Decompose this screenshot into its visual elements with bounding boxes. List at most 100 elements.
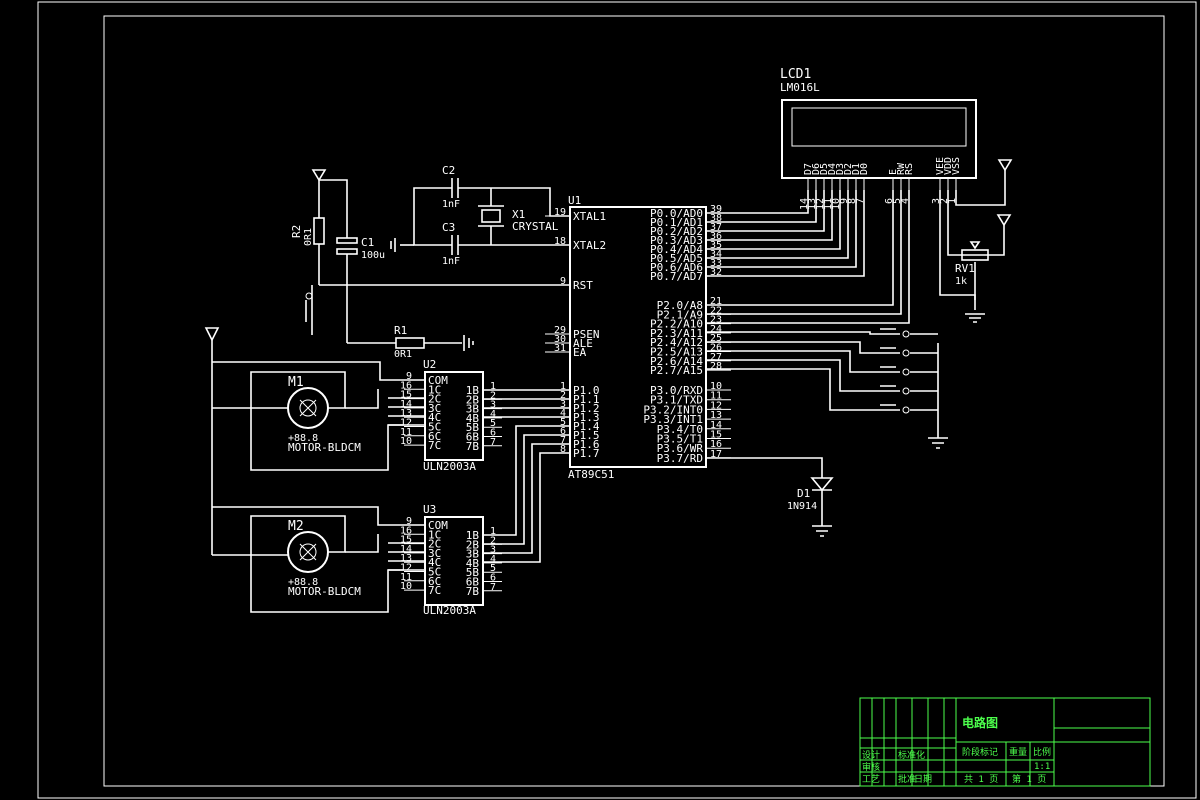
pin-name: P0.4/AD4 [650,243,703,256]
pin-name: P2.7/A15 [650,364,703,377]
pin-name: 5B [466,566,480,579]
pin-name: D4 [827,163,838,175]
pin-number: 18 [554,236,566,247]
tb-process: 工艺 [862,774,880,785]
tb-sheet-total: 共 1 页 [964,774,998,785]
pin-name: VDD [943,157,954,175]
pin-name: D5 [819,163,830,175]
pin-name: EA [573,346,587,359]
pin-name: P3.2/INT0 [643,403,703,416]
pin-name: P1.4 [573,420,600,433]
pin-number: 3 [490,545,496,556]
u3-ref: U3 [423,503,436,516]
pin-name: P3.0/RXD [650,384,703,397]
pin-number: 35 [710,240,722,251]
pin-number: 1 [490,526,496,537]
pin-number: 11 [710,391,722,402]
r1-body [395,337,425,349]
pin-number: 1 [490,381,496,392]
r1[interactable]: R1 0R1 [394,324,474,360]
pin-name: 6C [428,430,441,443]
c1[interactable]: C1 100u [336,236,385,261]
lcd-power-wires [939,170,1006,310]
c2-ref: C2 [442,164,455,177]
pin-number: 3 [931,198,942,204]
m1-part: MOTOR-BLDCM [288,441,361,454]
pin-name: D1 [851,163,862,175]
pin-name: P3.6/WR [657,442,704,455]
rv1-body [961,249,989,261]
pin-name: P1.1 [573,393,600,406]
pin-number: 12 [815,198,826,210]
pin-name: 5B [466,421,480,434]
pin-name: 1B [466,529,480,542]
pin-number: 32 [710,267,722,278]
pin-name: 3B [466,403,480,416]
pin-name: 6B [466,431,480,444]
pin-name: 6B [466,576,480,589]
pin-name: 4B [466,557,480,570]
switch-wire [706,368,876,411]
d1-value: 1N914 [787,501,817,512]
pin-number: 7 [490,437,496,448]
tb-date: 日期 [914,774,932,785]
d1-triangle [810,477,834,492]
pin-name: P3.5/T1 [657,433,703,446]
motor-m2[interactable]: M2 +88.8 MOTOR-BLDCM [287,519,361,598]
pin-name: 2C [428,538,441,551]
pin-number: 6 [490,428,496,439]
pin-number: 16 [400,525,412,536]
pin-name: 4C [428,411,441,424]
pin-number: 12 [400,418,412,429]
pin-name: P0.1/AD1 [650,216,703,229]
reset-switch[interactable] [305,292,313,328]
pin-name: D3 [835,163,846,175]
switch-contact [876,404,900,411]
pin-number: 22 [710,305,722,316]
pin-number: 5 [490,418,496,429]
tb-weight: 重量 [1009,746,1027,758]
lcd-lcd1[interactable]: LCD1 LM016L D714D613D512D411D310D29D18D0… [780,67,977,210]
pin-number: 11 [823,198,834,210]
switch-contact [876,385,900,392]
r2[interactable]: R2 0R1 [290,217,325,246]
c2[interactable]: C2 1nF [442,164,460,210]
pin-number: 11 [400,572,412,583]
x1-crystal[interactable]: X1 CRYSTAL [478,205,559,233]
pin-name: P3.3/INT1 [643,413,703,426]
c3[interactable]: C3 1nF [442,221,460,267]
pin-name: P1.0 [573,384,600,397]
pin-name: 2C [428,393,441,406]
d1-diode[interactable]: D1 1N914 [706,457,834,537]
motor-m1[interactable]: M1 +88.8 MOTOR-BLDCM [287,375,361,454]
u2-ref: U2 [423,358,436,371]
m2-part: MOTOR-BLDCM [288,585,361,598]
pin-number: 7 [855,198,866,204]
pin-name: P3.4/T0 [657,423,703,436]
pin-number: 39 [710,204,722,215]
pin-number: 6 [560,426,566,437]
inner-frame [103,15,1165,787]
pin-name: 3C [428,402,441,415]
pin-name: 1B [466,384,480,397]
pin-number: 15 [710,430,722,441]
keypad-switches[interactable] [706,328,938,414]
r1-ref: R1 [394,324,407,337]
pin-name: D2 [843,163,854,175]
pin-number: 16 [710,439,722,450]
pin-name: P2.2/A10 [650,318,703,331]
pin-number: 8 [847,198,858,204]
rv1-wiper [969,241,981,250]
rv1[interactable]: RV1 1k [955,241,989,287]
motor-wires [204,327,425,613]
pin-number: 5 [560,417,566,428]
pin-number: 7 [490,582,496,593]
pin-number: 3 [490,400,496,411]
pin-number: 2 [939,198,950,204]
pin-number: 9 [560,276,566,287]
